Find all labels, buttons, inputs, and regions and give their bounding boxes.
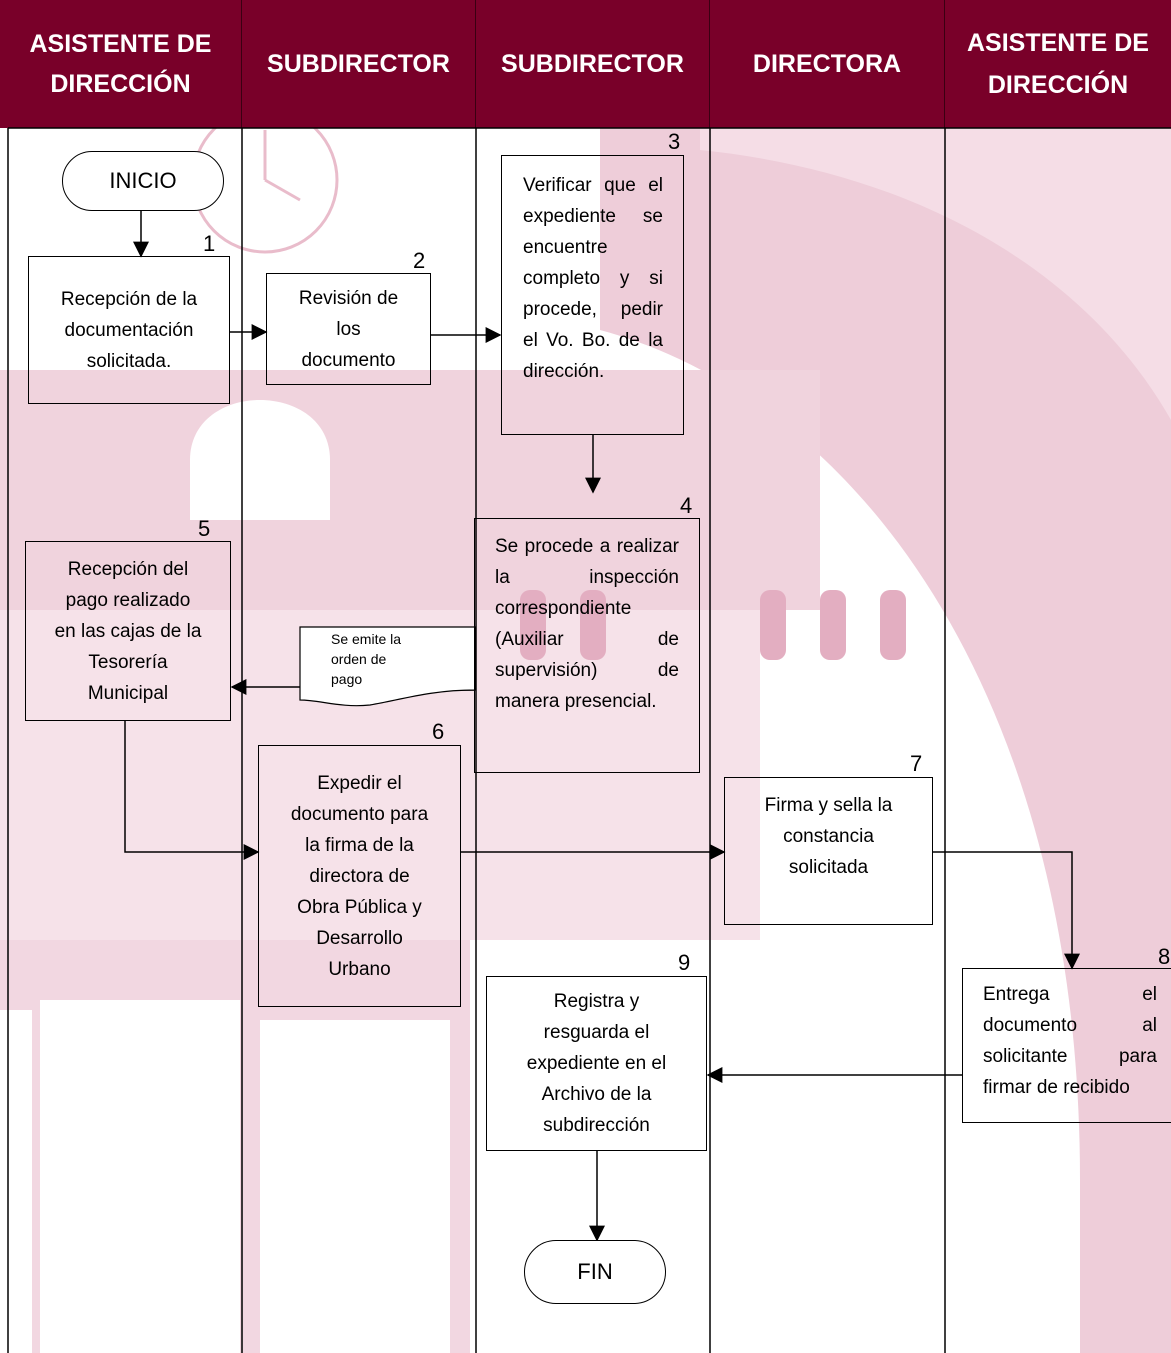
step-box-2: Revisión de los documento — [266, 273, 431, 385]
step-text-6: Expedir el documento para la firma de la… — [290, 772, 429, 980]
lane-header-4: DIRECTORA — [710, 0, 945, 128]
step-number-1: 1 — [203, 231, 216, 256]
step-box-7: Firma y sella la constancia solicitada — [724, 777, 933, 925]
step-box-1: Recepción de la documentación solicitada… — [28, 256, 230, 404]
step-box-4: Se procede a realizar la inspección corr… — [474, 518, 700, 773]
step-number-3: 3 — [668, 129, 681, 154]
step-number-4: 4 — [680, 493, 693, 518]
arrow-7-to-8 — [932, 851, 1080, 970]
start-label: INICIO — [109, 168, 177, 193]
step-number-2: 2 — [413, 248, 426, 273]
step-text-9: Registra y resguarda el expediente en el… — [526, 991, 667, 1136]
lane-title: SUBDIRECTOR — [501, 50, 684, 78]
arrow-5-to-6 — [124, 720, 260, 860]
step-text-5: Recepción del pago realizado en las caja… — [54, 558, 202, 704]
step-text-4: Se procede a realizar la inspección corr… — [495, 536, 679, 712]
step-box-3: Verificar que el expediente se encuentre… — [501, 155, 684, 435]
step-box-5: Recepción del pago realizado en las caja… — [25, 541, 231, 721]
step-text-7: Firma y sella la constancia solicitada — [764, 795, 893, 878]
step-box-8: Entrega el documento al solicitante para… — [962, 968, 1171, 1123]
end-label: FIN — [577, 1259, 613, 1284]
lane-header-1: ASISTENTE DE DIRECCIÓN — [0, 0, 242, 128]
step-box-9: Registra y resguarda el expediente en el… — [486, 976, 707, 1151]
step-text-8: Entrega el documento al solicitante para… — [983, 984, 1157, 1098]
start-terminator: INICIO — [62, 151, 224, 211]
step-number-5: 5 — [198, 516, 211, 541]
lane-title: DIRECTORA — [752, 50, 902, 78]
step-number-7: 7 — [910, 751, 923, 776]
step-number-9: 9 — [678, 950, 691, 975]
lane-header-2: SUBDIRECTOR — [242, 0, 476, 128]
step-number-6: 6 — [432, 719, 445, 744]
document-shape — [299, 626, 476, 707]
step-text-2: Revisión de los documento — [298, 287, 399, 371]
step-text-3: Verificar que el expediente se encuentre… — [523, 175, 663, 382]
end-terminator: FIN — [524, 1240, 666, 1304]
step-number-8: 8 — [1158, 944, 1171, 969]
lane-title: ASISTENTE DE DIRECCIÓN — [29, 30, 212, 98]
step-text-1: Recepción de la documentación solicitada… — [60, 288, 198, 372]
lane-title: ASISTENTE DE DIRECCIÓN — [967, 29, 1149, 99]
step-box-6: Expedir el documento para la firma de la… — [258, 745, 461, 1007]
payment-order-note: Se emite la orden de pago — [331, 631, 402, 687]
lane-title: SUBDIRECTOR — [267, 50, 450, 78]
lane-header-3: SUBDIRECTOR — [476, 0, 710, 128]
lane-header-5: ASISTENTE DE DIRECCIÓN — [945, 0, 1171, 128]
